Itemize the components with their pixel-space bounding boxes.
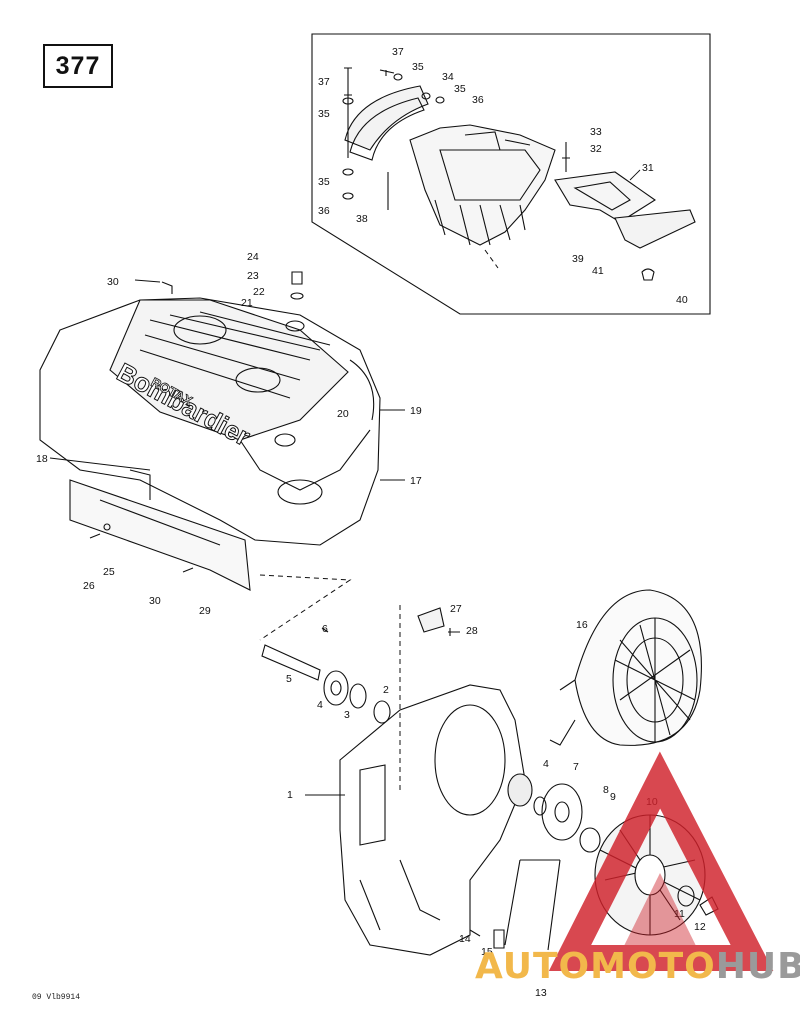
callout-label: 25: [103, 566, 115, 578]
callout-label: 17: [410, 475, 422, 487]
dashed-leaders: [259, 249, 499, 790]
watermark-text-part2: HUB: [715, 946, 800, 987]
page-number-badge: 377: [43, 44, 113, 88]
callout-label: 32: [590, 143, 602, 155]
callout-label: 16: [576, 619, 588, 631]
callout-label: 23: [247, 270, 259, 282]
callout-label: 38: [356, 213, 368, 225]
callout-label: 13: [535, 987, 547, 999]
callout-label: 30: [149, 595, 161, 607]
callout-label: 35: [412, 61, 424, 73]
callout-label: 6: [322, 623, 328, 635]
callout-label: 26: [83, 580, 95, 592]
watermark-logo-icon: [548, 751, 774, 971]
callout-label: 19: [410, 405, 422, 417]
callout-label: 30: [107, 276, 119, 288]
callout-leaders: [49, 169, 641, 796]
callout-label: 4: [317, 699, 323, 711]
callout-label: 2: [383, 684, 389, 696]
callout-label: 28: [466, 625, 478, 637]
callout-label: 11: [674, 908, 685, 920]
callout-label: 37: [392, 46, 404, 58]
belt-guard-housing: [339, 684, 583, 956]
callout-label: 27: [450, 603, 462, 615]
callout-label: 15: [481, 946, 493, 958]
callout-label: 36: [472, 94, 484, 106]
callout-label: 20: [337, 408, 349, 420]
callout-label: 14: [459, 933, 471, 945]
callout-label: 18: [36, 453, 48, 465]
callout-label: 24: [247, 251, 259, 263]
intake-silencer-inset: [311, 33, 711, 315]
callout-label: 33: [590, 126, 602, 138]
callout-label: 1: [287, 789, 293, 801]
callout-label: 41: [592, 265, 604, 277]
callout-label: 3: [344, 709, 350, 721]
callout-label: 31: [642, 162, 654, 174]
part-bracket-27: [417, 607, 460, 636]
callout-label: 22: [253, 286, 265, 298]
callout-label: 21: [241, 297, 253, 309]
callout-label: 35: [454, 83, 466, 95]
callout-label: 40: [676, 294, 688, 306]
callout-label: 35: [318, 176, 330, 188]
watermark-text: AUTOMOTOHUB: [475, 946, 800, 987]
callout-label: 37: [318, 76, 330, 88]
fan-cover: [549, 589, 702, 746]
callout-label: 5: [286, 673, 292, 685]
callout-label: 4: [543, 758, 549, 770]
engine-cover: [39, 271, 381, 591]
callout-label: 7: [573, 761, 579, 773]
callout-label: 9: [610, 791, 616, 803]
callout-label: 39: [572, 253, 584, 265]
callout-label: 12: [694, 921, 706, 933]
document-code: 09 Vlb9914: [32, 993, 81, 1002]
callout-label: 34: [442, 71, 454, 83]
callout-label: 36: [318, 205, 330, 217]
callout-label: 35: [318, 108, 330, 120]
shaft-assembly: [261, 627, 391, 724]
callout-label: 8: [603, 784, 609, 796]
callout-label: 29: [199, 605, 211, 617]
watermark-text-part1: AUTOMOTO: [475, 946, 716, 987]
